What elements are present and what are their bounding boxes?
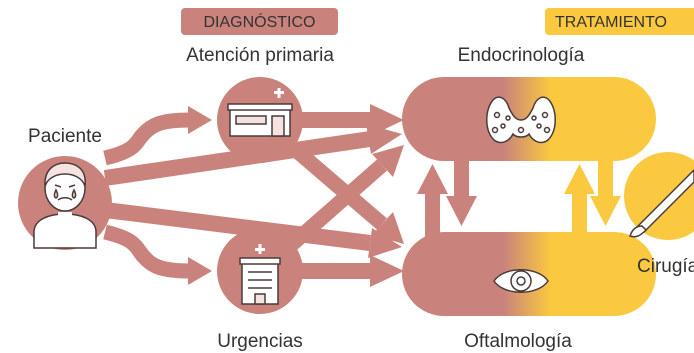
- thyroid-icon: [486, 96, 556, 144]
- arrow-head-patient-to-primary-care: [188, 106, 212, 134]
- arrow-head-emergency-to-ophthalmology: [370, 255, 404, 287]
- arrow-patient-to-ophthalmology: [104, 202, 371, 251]
- arrow-patient-to-primary-care: [103, 112, 191, 166]
- crying-person-icon: [33, 162, 97, 249]
- scalpel-icon: [629, 168, 694, 238]
- patient-label: Paciente: [28, 126, 102, 147]
- diagnostic-header: DIAGNÓSTICO: [181, 8, 338, 35]
- flow-arrows: [103, 104, 477, 287]
- arrow-emergency-to-endocrinology: [285, 159, 387, 252]
- ophthalmology-label: Oftalmología: [464, 331, 572, 352]
- arrow-patient-to-endocrinology: [103, 131, 372, 186]
- primary-care-node: Atención primaria: [186, 45, 334, 163]
- arrow-head-ophthalmology-to-endocrinology-treatment: [564, 164, 595, 194]
- arrow-patient-to-emergency: [103, 224, 191, 279]
- hospital-building-icon: [239, 244, 281, 305]
- endocrinology-label: Endocrinología: [458, 45, 585, 66]
- arrow-ophthalmology-to-endocrinology-treatment: [572, 192, 587, 238]
- arrow-primary-care-to-ophthalmology: [285, 139, 387, 230]
- emergency-node: Urgencias: [217, 228, 303, 352]
- eye-icon: [493, 269, 549, 293]
- emergency-label: Urgencias: [217, 331, 303, 352]
- surgery-label: Cirugía: [637, 256, 694, 277]
- arrow-head-primary-care-to-endocrinology: [370, 104, 404, 136]
- treatment-header-label: TRATAMIENTO: [555, 14, 667, 31]
- arrow-head-emergency-to-endocrinology: [372, 145, 404, 177]
- primary-care-label: Atención primaria: [186, 45, 334, 66]
- treatment-header: TRATAMIENTO: [545, 8, 694, 35]
- patient-node: Paciente: [18, 126, 112, 250]
- arrow-head-primary-care-to-ophthalmology: [372, 212, 404, 244]
- diagnostic-header-label: DIAGNÓSTICO: [203, 12, 315, 31]
- arrow-ophthalmology-to-endocrinology: [425, 192, 440, 238]
- arrow-endocrinology-to-ophthalmology: [454, 158, 469, 198]
- ophthalmology-node: Oftalmología: [402, 232, 656, 352]
- arrow-head-endocrinology-to-ophthalmology-treatment: [590, 196, 621, 226]
- arrow-head-patient-to-emergency: [188, 257, 212, 285]
- arrow-endocrinology-to-ophthalmology-treatment: [598, 158, 613, 198]
- arrow-head-ophthalmology-to-endocrinology: [417, 164, 448, 194]
- treatment-arrows: [564, 158, 621, 238]
- clinic-building-icon: [227, 88, 293, 137]
- surgery-node: Cirugía: [624, 152, 694, 277]
- endocrinology-node: Endocrinología: [402, 45, 656, 161]
- arrow-head-endocrinology-to-ophthalmology: [446, 196, 477, 226]
